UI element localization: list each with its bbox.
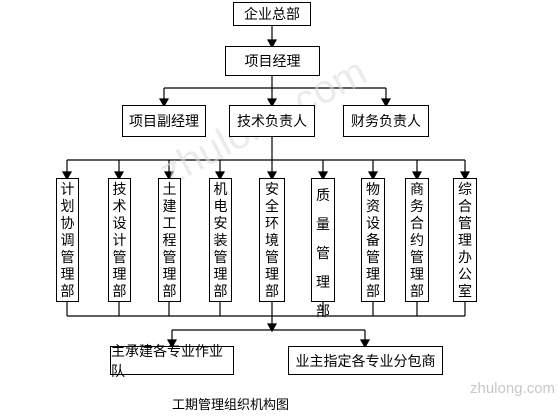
dept-technical-design: 技术设计管理部: [108, 178, 131, 302]
node-deputy-project-manager: 项目副经理: [122, 105, 206, 137]
watermark-logo-text: zhulong.com: [470, 380, 556, 397]
dept-electromechanical-installation: 机电安装管理部: [209, 178, 232, 302]
diagram-caption: 工期管理组织机构图: [172, 398, 290, 413]
node-enterprise-hq: 企业总部: [233, 2, 311, 26]
dept-commercial-contracts: 商务合约管理部: [405, 178, 429, 302]
dept-civil-engineering: 土建工程管理部: [158, 178, 181, 302]
dept-materials-equipment: 物资设备管理部: [361, 178, 385, 302]
dept-general-office: 综合管理办公室: [453, 178, 477, 302]
dept-quality: 质量管理部: [311, 178, 335, 320]
node-finance-lead: 财务负责人: [343, 105, 429, 137]
node-owner-subcontractors: 业主指定各专业分包商: [288, 346, 443, 375]
node-technical-lead: 技术负责人: [229, 105, 315, 137]
node-main-work-teams: 主承建各专业作业队: [110, 344, 234, 380]
dept-safety-environment: 安全环境管理部: [259, 178, 285, 302]
dept-planning-coordination: 计划协调管理部: [56, 178, 79, 302]
node-project-manager: 项目经理: [225, 46, 320, 76]
